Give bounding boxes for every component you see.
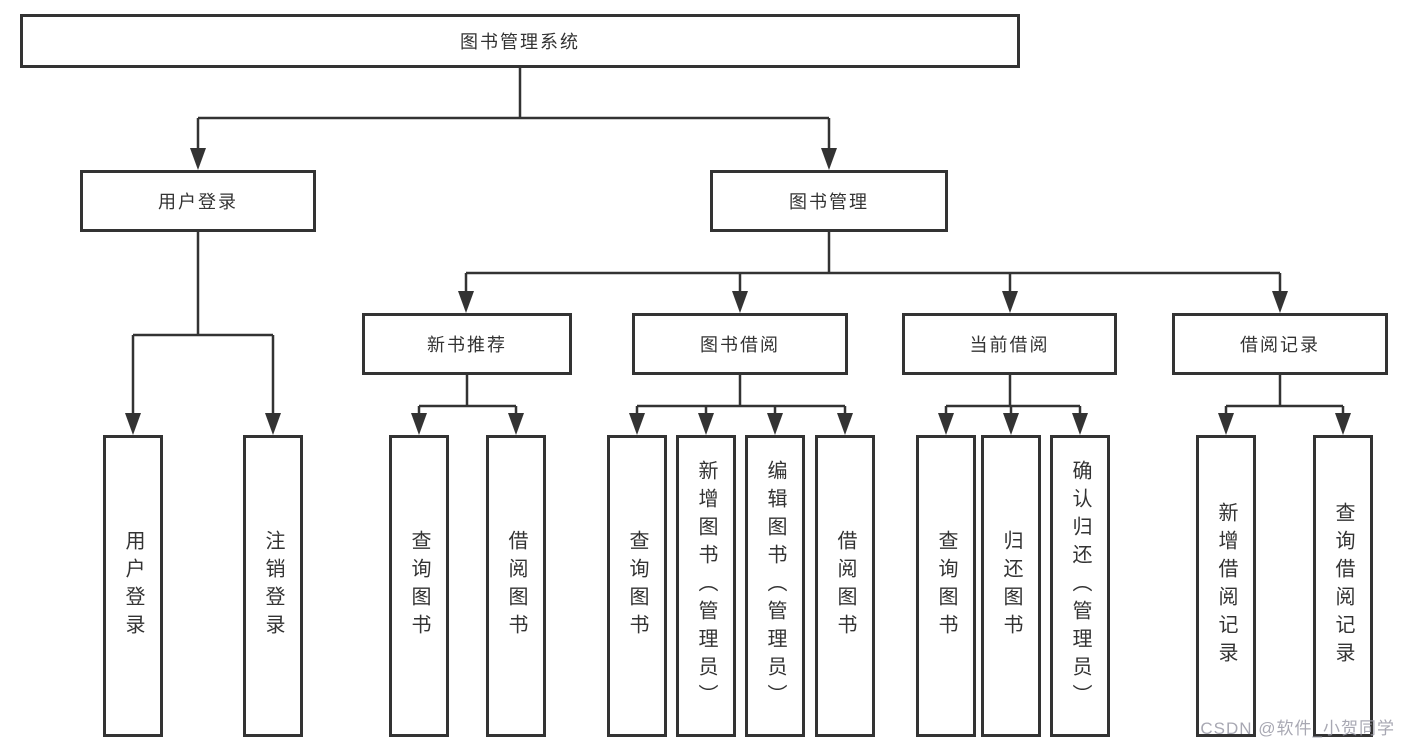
leaf-borrow-book-label: 借阅图书	[834, 530, 856, 642]
leaf-user-login-label: 用户登录	[122, 530, 144, 642]
node-borrow-records: 借阅记录	[1172, 313, 1388, 375]
leaf-user-login: 用户登录	[103, 435, 163, 737]
csdn-watermark: CSDN @软件_小贺同学	[1200, 719, 1395, 738]
leaf-newbook-query-label: 查询图书	[408, 530, 430, 642]
leaf-borrow-book: 借阅图书	[815, 435, 875, 737]
node-user-login: 用户登录	[80, 170, 316, 232]
arrowheads	[125, 148, 1351, 435]
leaf-newbook-borrow-label: 借阅图书	[505, 530, 527, 642]
leaf-current-confirm-admin: 确认归还（管理员）	[1050, 435, 1110, 737]
leaf-record-add: 新增借阅记录	[1196, 435, 1256, 737]
node-book-management: 图书管理	[710, 170, 948, 232]
leaf-current-query: 查询图书	[916, 435, 976, 737]
leaf-borrow-add-admin: 新增图书（管理员）	[676, 435, 736, 737]
connector-paths	[131, 66, 1345, 417]
leaf-current-return-label: 归还图书	[1000, 530, 1022, 642]
node-root: 图书管理系统	[20, 14, 1020, 68]
leaf-newbook-query: 查询图书	[389, 435, 449, 737]
leaf-logout-label: 注销登录	[262, 530, 284, 642]
leaf-record-query-label: 查询借阅记录	[1332, 502, 1354, 670]
leaf-record-add-label: 新增借阅记录	[1215, 502, 1237, 670]
node-book-borrow: 图书借阅	[632, 313, 848, 375]
leaf-current-return: 归还图书	[981, 435, 1041, 737]
leaf-current-query-label: 查询图书	[935, 530, 957, 642]
leaf-borrow-edit-admin: 编辑图书（管理员）	[745, 435, 805, 737]
leaf-current-confirm-admin-label: 确认归还（管理员）	[1069, 460, 1091, 712]
leaf-record-query: 查询借阅记录	[1313, 435, 1373, 737]
leaf-borrow-add-admin-label: 新增图书（管理员）	[695, 460, 717, 712]
leaf-borrow-edit-admin-label: 编辑图书（管理员）	[764, 460, 786, 712]
node-current-borrow: 当前借阅	[902, 313, 1117, 375]
leaf-borrow-query-label: 查询图书	[626, 530, 648, 642]
leaf-borrow-query: 查询图书	[607, 435, 667, 737]
leaf-logout: 注销登录	[243, 435, 303, 737]
node-new-book-recommend: 新书推荐	[362, 313, 572, 375]
leaf-newbook-borrow: 借阅图书	[486, 435, 546, 737]
